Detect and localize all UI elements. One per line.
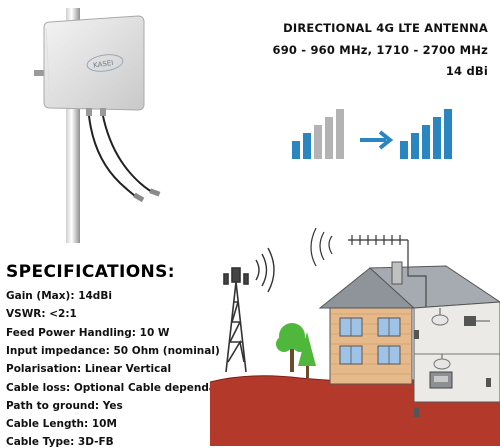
phone-icon-2 [414, 408, 419, 417]
signal-improvement-graphic [292, 109, 452, 159]
spec-line: Feed Power Handling: 10 W [6, 326, 170, 339]
antenna-panel [43, 15, 145, 111]
cell-tower [223, 267, 249, 373]
gain-label: 14 dBi [445, 64, 488, 78]
kasei-logo [86, 54, 124, 72]
indoor-antenna-lower [433, 354, 451, 370]
strong-signal-bar [433, 117, 441, 159]
chimney [391, 261, 403, 285]
antenna-logo-text: KASEI [93, 59, 114, 70]
spec-line: Cable Type: 3D-FB [6, 436, 114, 448]
spec-line: Path to ground: Yes [6, 399, 123, 412]
strong-signal-bar [411, 133, 419, 159]
spec-line: Input impedance: 50 Ohm (nominal) [6, 344, 220, 357]
antenna-cable-2 [102, 115, 155, 194]
indoor-router [464, 316, 476, 326]
tree-2 [298, 332, 316, 378]
rooftop-antenna [348, 235, 409, 266]
antenna-photo: KASEI [34, 8, 161, 243]
indoor-antenna-upper [431, 308, 449, 326]
product-title: DIRECTIONAL 4G LTE ANTENNA [283, 21, 488, 35]
spec-line: Polarisation: Linear Vertical [6, 363, 172, 376]
spec-line: Cable loss: Optional Cable dependant [6, 381, 229, 394]
weak-signal-bar [314, 125, 322, 159]
strong-signal-bar [422, 125, 430, 159]
weak-signal-bar [336, 109, 344, 159]
strong-signal-bar [444, 109, 452, 159]
strong-signal-bar [400, 141, 408, 159]
phone-icon-1 [414, 330, 419, 339]
signal-booster-illustration [209, 227, 500, 446]
weak-signal-bar [292, 141, 300, 159]
arrow-right-head [378, 130, 394, 150]
spec-line: Cable Length: 10M [6, 418, 117, 431]
phone-icon-3 [486, 378, 491, 387]
weak-signal-bar [303, 133, 311, 159]
antenna-cable-1 [88, 115, 139, 199]
frequency-range: 690 - 960 MHz, 1710 - 2700 MHz [272, 43, 488, 57]
spec-line: Gain (Max): 14dBi [6, 290, 112, 302]
rooftop-signal-waves [310, 227, 333, 267]
weak-signal-bar [325, 117, 333, 159]
specifications-title: SPECIFICATIONS: [6, 262, 176, 282]
spec-line: VSWR: <2:1 [6, 308, 77, 321]
tower-signal-waves [255, 247, 275, 293]
